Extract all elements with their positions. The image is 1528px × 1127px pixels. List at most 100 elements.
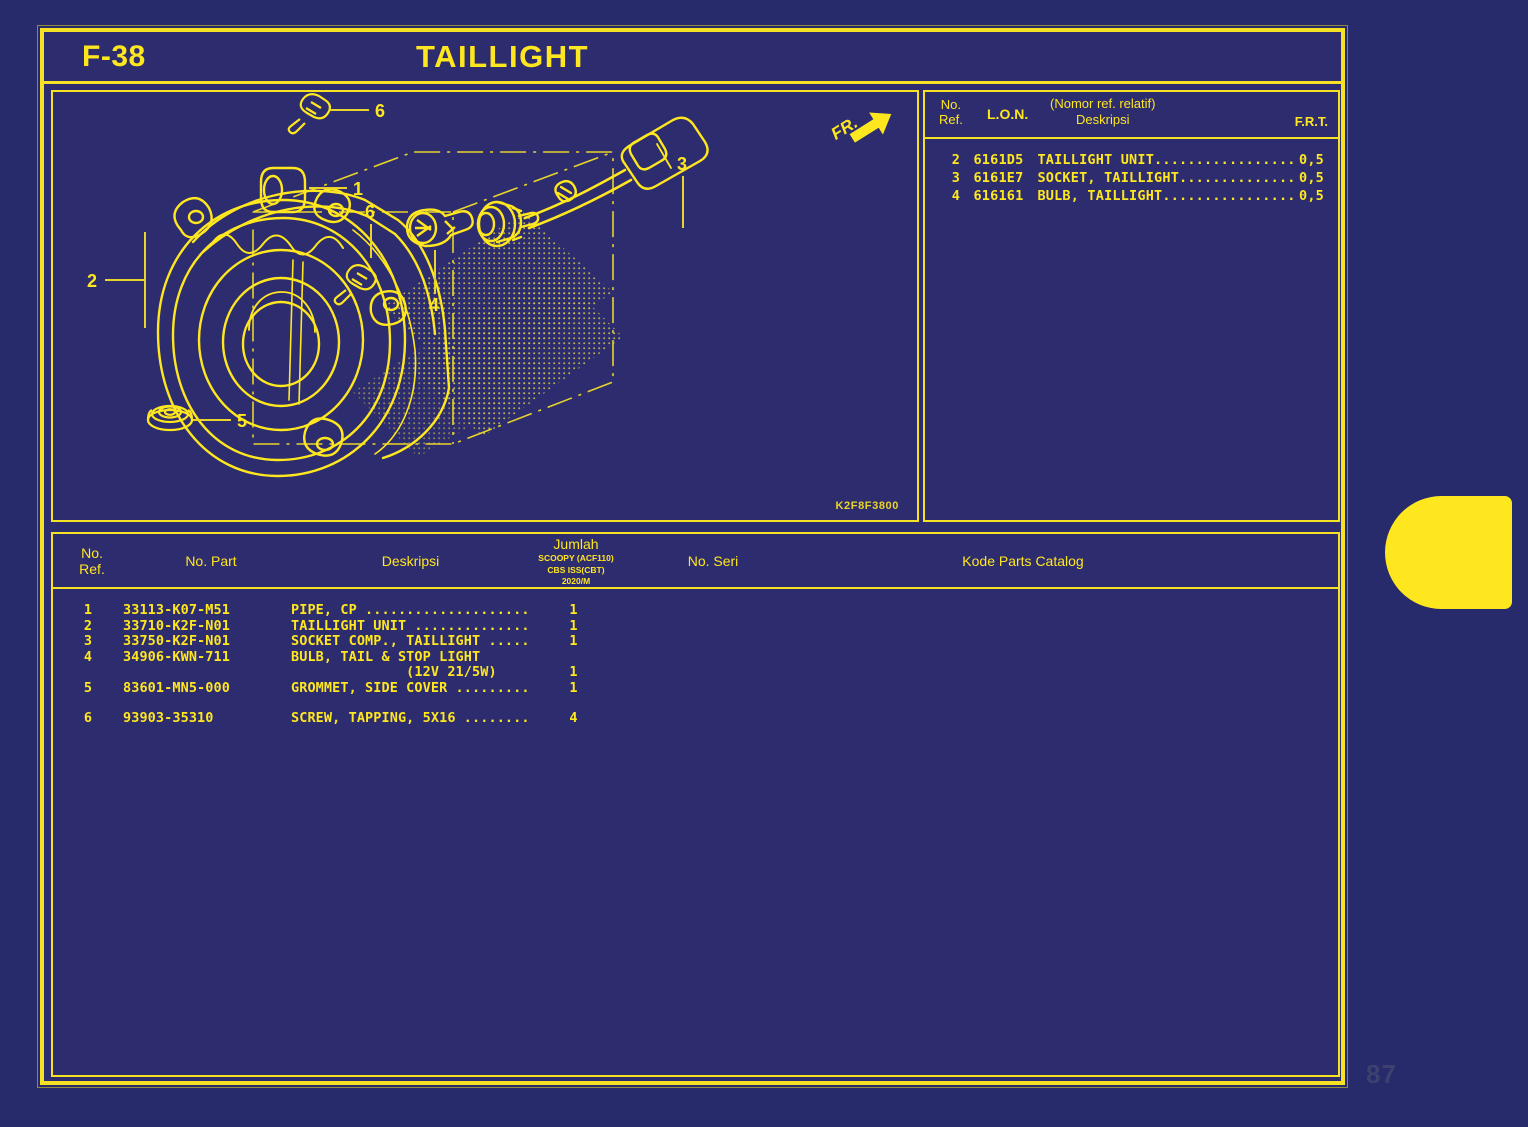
parts-row-description: BULB, TAIL & STOP LIGHT [291, 648, 481, 665]
parts-header-no-ref: No. Ref. [61, 534, 123, 587]
lon-header-deskripsi: (Nomor ref. relatif) Deskripsi [1050, 96, 1155, 128]
table-row: 1 33113-K07-M51 PIPE, CP .................… [53, 602, 1338, 619]
part-pipe-cp [259, 166, 307, 214]
lon-header-desc-label: Deskripsi [1076, 112, 1130, 127]
lon-row-frt: 0,5 [1299, 188, 1324, 204]
parts-row-part-number: 93903-35310 [123, 710, 214, 726]
parts-row-description: SOCKET COMP., TAILLIGHT ..... [291, 633, 530, 649]
table-row: 6 93903-35310 SCREW, TAPPING, 5X16 .......… [53, 710, 1338, 727]
parts-row-ref: 6 [83, 710, 93, 726]
callout-label-1: 1 [353, 179, 363, 199]
parts-table-header: No. Ref. No. Part Deskripsi Jumlah SCOOP… [53, 534, 1338, 589]
parts-row-part-number: 34906-KWN-711 [123, 648, 230, 665]
part-screw-upper [287, 92, 332, 135]
parts-header-kode-parts-catalog: Kode Parts Catalog [962, 552, 1084, 569]
lon-row-frt: 0,5 [1299, 170, 1324, 186]
parts-header-deskripsi: Deskripsi [381, 552, 440, 569]
lon-row-desc: SOCKET, TAILLIGHT.............. [1037, 170, 1296, 186]
parts-row-ref: 3 [83, 633, 93, 649]
parts-row-ref: 5 [83, 679, 93, 696]
parts-row-description: PIPE, CP .................... [291, 602, 530, 618]
part-grommet [146, 404, 194, 432]
lon-row-frt: 0,5 [1299, 152, 1324, 168]
parts-row-part-number: 33750-K2F-N01 [123, 633, 230, 649]
parts-header-jumlah-title: Jumlah [553, 536, 599, 552]
lon-row-ref: 4 [951, 188, 961, 204]
table-row: 5 83601-MN5-000 GROMMET, SIDE COVER ......… [53, 679, 1338, 697]
projection-outline [252, 151, 614, 445]
exploded-diagram: 1 2 3 4 5 6 6 FR. K2F8F3800 [51, 90, 919, 522]
lon-header-nomor-ref-relatif: (Nomor ref. relatif) [1050, 96, 1156, 111]
parts-row-part-number: 33710-K2F-N01 [123, 617, 230, 634]
part-bulb [405, 208, 474, 248]
part-screw-lower [333, 263, 378, 306]
lon-header-no-ref: No. Ref. [939, 97, 963, 127]
lon-row-desc: BULB, TAILLIGHT................ [1037, 188, 1296, 204]
lon-header-no: No. [940, 97, 962, 112]
lon-row-ref: 3 [951, 170, 961, 186]
lon-header-lon: L.O.N. [987, 106, 1029, 122]
parts-row-quantity: 1 [569, 633, 578, 649]
part-socket-assembly [476, 116, 709, 248]
parts-row-description: TAILLIGHT UNIT .............. [291, 617, 530, 634]
housing-flange [173, 187, 451, 460]
parts-row-quantity: 1 [569, 602, 578, 618]
parts-row-quantity: 1 [569, 664, 578, 680]
lon-header-ref: Ref. [939, 112, 963, 127]
lon-row: 4 616161 BULB, TAILLIGHT................0,… [925, 187, 1338, 205]
page-title: TAILLIGHT [415, 38, 590, 74]
lon-header-frt: F.R.T. [1294, 114, 1328, 129]
parts-row-quantity: 4 [569, 710, 578, 726]
callout-label-5: 5 [237, 411, 247, 431]
table-row: 2 33710-K2F-N01 TAILLIGHT UNIT ...........… [53, 617, 1338, 635]
table-row: 4 34906-KWN-711 BULB, TAIL & STOP LIGHT [53, 648, 1338, 666]
parts-header-model: SCOOPY (ACF110) [538, 553, 614, 563]
callout-labels: 1 2 3 4 5 6 6 [87, 101, 687, 431]
fr-arrow-icon [849, 112, 892, 143]
lon-row-lon: 6161E7 [973, 170, 1024, 186]
lon-table-header: No. Ref. L.O.N. (Nomor ref. relatif) Des… [925, 92, 1338, 139]
parts-row-part-number: 83601-MN5-000 [123, 679, 230, 696]
parts-row-description: GROMMET, SIDE COVER ......... [291, 679, 530, 696]
page-number: 87 [1366, 1059, 1397, 1089]
lon-row-ref: 2 [951, 152, 961, 168]
callout-label-2: 2 [87, 271, 97, 291]
lon-table: No. Ref. L.O.N. (Nomor ref. relatif) Des… [923, 90, 1340, 522]
taillight-assembly-drawing: 1 2 3 4 5 6 6 [87, 92, 709, 478]
parts-header-no: No. [81, 544, 103, 561]
parts-row-quantity: 1 [569, 679, 578, 696]
shadow-stipple [353, 212, 623, 457]
parts-row-quantity: 1 [569, 617, 578, 634]
parts-row-part-number: 33113-K07-M51 [123, 602, 230, 618]
front-direction-indicator: FR. [828, 102, 903, 154]
sheet-header: F-38 TAILLIGHT [44, 32, 1341, 84]
catalog-page: F-38 TAILLIGHT [37, 25, 1348, 1088]
parts-row-description: (12V 21/5W) [291, 664, 497, 680]
drawing-code: K2F8F3800 [835, 500, 899, 512]
parts-row-ref: 2 [83, 617, 93, 634]
parts-row-spacer [53, 696, 1338, 711]
callout-label-4: 4 [429, 295, 439, 315]
upper-section: 1 2 3 4 5 6 6 FR. K2F8F3800 [44, 84, 1341, 529]
parts-table-body: 1 33113-K07-M51 PIPE, CP .................… [53, 589, 1338, 727]
parts-header-variant: CBS ISS(CBT) [547, 564, 605, 575]
lon-row-lon: 616161 [973, 188, 1024, 204]
section-index-tab[interactable] [1385, 496, 1512, 609]
parts-row-ref: 1 [83, 602, 93, 618]
table-row: 3 33750-K2F-N01 SOCKET COMP., TAILLIGHT ..… [53, 633, 1338, 650]
lon-row-desc: TAILLIGHT UNIT................. [1037, 152, 1296, 168]
parts-header-no-seri: No. Seri [687, 552, 739, 569]
sheet-code: F-38 [82, 39, 146, 73]
callout-leaders [105, 109, 684, 421]
parts-header-year: 2020/M [561, 576, 591, 586]
parts-header-no-part: No. Part [185, 552, 237, 569]
lon-row: 3 6161E7 SOCKET, TAILLIGHT..............0,… [925, 169, 1338, 187]
callout-label-3: 3 [677, 154, 687, 174]
parts-row-description: SCREW, TAPPING, 5X16 ........ [291, 710, 530, 726]
parts-table: No. Ref. No. Part Deskripsi Jumlah SCOOP… [51, 532, 1340, 1077]
parts-row-ref: 4 [83, 648, 93, 665]
parts-header-jumlah: Jumlah SCOOPY (ACF110) CBS ISS(CBT) 2020… [521, 534, 631, 587]
callout-label-6-lower: 6 [365, 202, 375, 222]
